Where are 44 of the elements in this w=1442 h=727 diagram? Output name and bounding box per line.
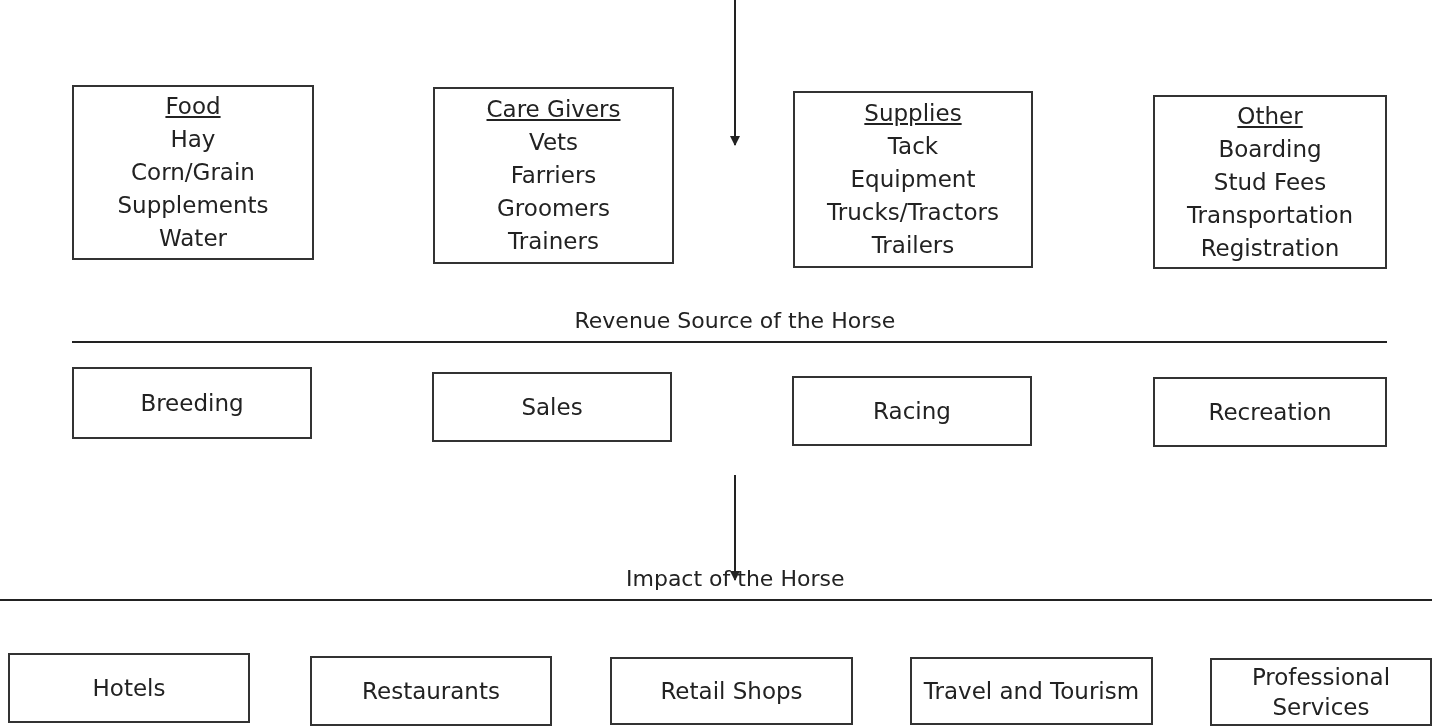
list-item: Boarding xyxy=(1218,134,1322,164)
category-box xyxy=(1153,95,1387,269)
list-item: Trucks/Tractors xyxy=(827,198,999,227)
category-heading: Food xyxy=(165,92,221,121)
box-label: Restaurants xyxy=(362,676,500,706)
list-item: Groomers xyxy=(497,194,610,223)
category-box xyxy=(433,87,674,264)
box-label: Racing xyxy=(873,396,951,426)
category-box xyxy=(1210,658,1432,726)
box-label: Recreation xyxy=(1208,397,1332,427)
list-item: Trainers xyxy=(508,227,599,256)
section-heading: Revenue Source of the Horse xyxy=(574,308,896,333)
list-item: Equipment xyxy=(850,165,976,194)
list-item: Tack xyxy=(887,132,939,161)
list-item: Stud Fees xyxy=(1213,167,1327,197)
category-heading: Supplies xyxy=(864,99,962,128)
list-item: Transportation xyxy=(1186,200,1354,230)
category-box xyxy=(1153,377,1387,447)
section-heading: Impact of the Horse xyxy=(626,566,845,591)
list-item: Vets xyxy=(528,128,579,157)
category-box xyxy=(910,657,1153,725)
list-item: Registration xyxy=(1200,233,1340,263)
category-box xyxy=(793,91,1033,268)
box-label: Travel and Tourism xyxy=(923,677,1140,706)
category-box xyxy=(72,367,312,439)
list-item: Supplements xyxy=(117,191,269,220)
category-box xyxy=(610,657,853,725)
category-heading: Care Givers xyxy=(486,95,621,124)
list-item: Hay xyxy=(170,125,216,154)
box-label: Professional Services xyxy=(1250,663,1392,722)
box-label: Sales xyxy=(521,392,583,422)
list-item: Trailers xyxy=(871,231,955,260)
box-label: Breeding xyxy=(140,388,244,418)
category-box xyxy=(8,653,250,723)
category-box xyxy=(432,372,672,442)
category-box xyxy=(792,376,1032,446)
list-item: Water xyxy=(159,224,227,253)
box-label: Hotels xyxy=(92,673,166,703)
category-box xyxy=(310,656,552,726)
box-label: Retail Shops xyxy=(660,676,803,706)
list-item: Farriers xyxy=(510,161,597,190)
category-heading: Other xyxy=(1237,101,1303,131)
list-item: Corn/Grain xyxy=(131,158,255,187)
category-box xyxy=(72,85,314,260)
